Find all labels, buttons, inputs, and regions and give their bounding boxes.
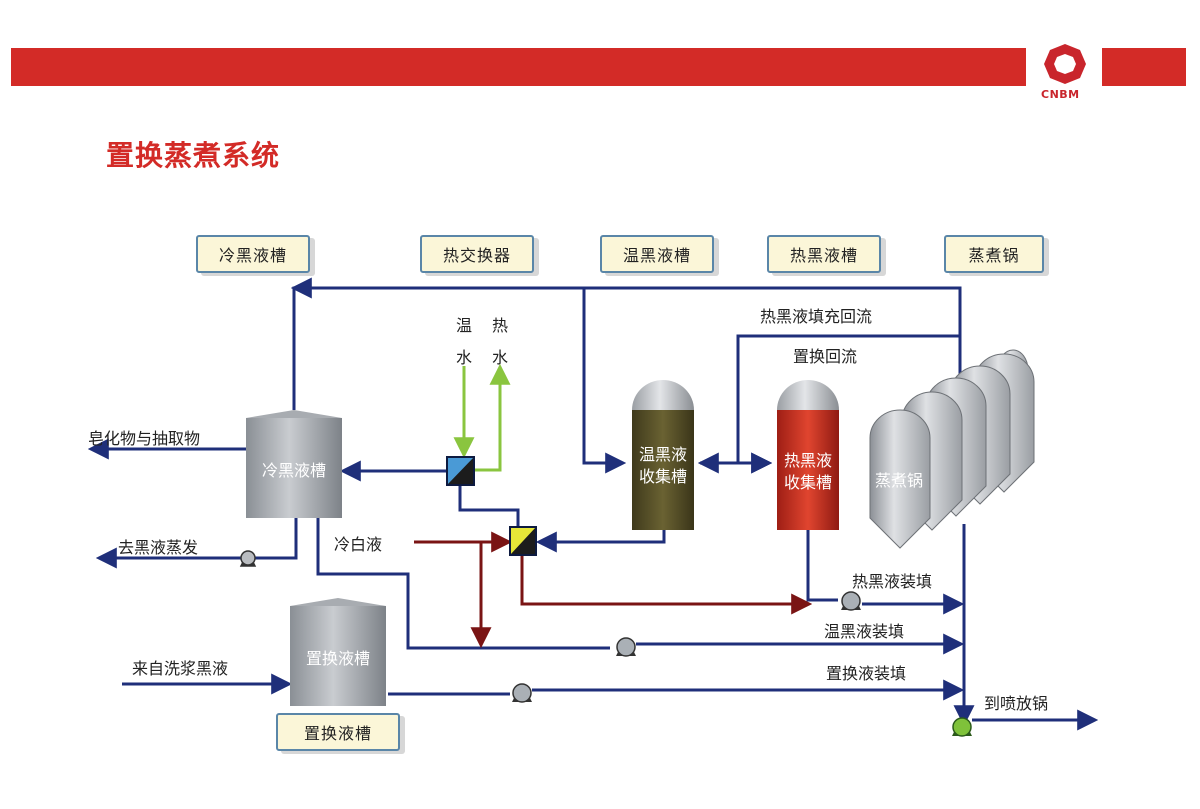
tag-warm-black-liquor-tank: 温黑液槽 (600, 235, 714, 273)
cnbm-logo-icon (1044, 44, 1086, 84)
tag-heat-exchanger: 热交换器 (420, 235, 534, 273)
pump-icon (841, 591, 861, 611)
digester-label: 蒸煮锅 (874, 471, 923, 490)
hot-fill-return-label: 热黑液填充回流 (760, 307, 873, 326)
digester-array (869, 349, 1035, 549)
tag-digester: 蒸煮锅 (944, 235, 1044, 273)
warm-water-char-1: 温 (456, 316, 473, 335)
warm-tank-label-2: 收集槽 (638, 467, 687, 486)
tag-displacement-tank: 置换液槽 (276, 713, 400, 751)
displacement-liquor-tank (290, 598, 386, 706)
displacement-tank-label: 置换液槽 (305, 649, 370, 668)
page-title: 置换蒸煮系统 (106, 139, 281, 172)
tag-hot-black-liquor-tank: 热黑液槽 (767, 235, 881, 273)
hot-water-char-2: 水 (492, 348, 509, 367)
warm-tank-label-1: 温黑液 (638, 445, 687, 464)
hot-black-liquor-collection-tank (777, 380, 839, 530)
warm-black-liquor-collection-tank (632, 380, 694, 530)
displacement-fill-label: 置换液装填 (826, 664, 907, 683)
logo-text: CNBM (1041, 88, 1080, 101)
to-evaporation-label: 去黑液蒸发 (118, 538, 199, 557)
warm-fill-label: 温黑液装填 (824, 622, 905, 641)
displacement-return-label: 置换回流 (793, 347, 858, 366)
pump-icon (512, 683, 532, 703)
tag-cold-black-liquor-tank: 冷黑液槽 (196, 235, 310, 273)
cold-tank-label: 冷黑液槽 (261, 461, 326, 480)
header-banner-right (1102, 48, 1186, 86)
from-washing-label: 来自洗浆黑液 (132, 659, 229, 678)
header-banner-left (11, 48, 1026, 86)
to-blow-tank-label: 到喷放锅 (984, 694, 1049, 713)
heat-exchanger-1-icon (446, 456, 475, 486)
hot-tank-label-1: 热黑液 (783, 451, 832, 470)
cold-black-liquor-tank (246, 410, 342, 518)
warm-water-char-2: 水 (456, 348, 473, 367)
pump-icon (616, 637, 636, 657)
cold-white-liquor-label: 冷白液 (334, 535, 383, 554)
pump-icon (239, 550, 257, 567)
hot-fill-label: 热黑液装填 (852, 572, 933, 591)
heat-exchanger-2-icon (509, 526, 537, 556)
pump-green-icon (952, 717, 972, 737)
hot-tank-label-2: 收集槽 (783, 473, 832, 492)
hot-water-char-1: 热 (492, 316, 509, 335)
soap-extractives-label: 皂化物与抽取物 (88, 429, 201, 448)
